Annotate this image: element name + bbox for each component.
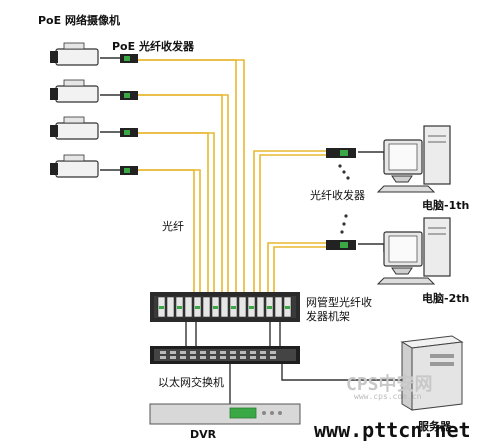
pc2-link-dots — [340, 214, 348, 234]
poe-transceiver-2 — [120, 91, 138, 100]
camera-1 — [50, 42, 99, 66]
pc1-label: 电脑-1th — [422, 199, 470, 212]
pc2-cable — [358, 243, 385, 252]
fiber-line-8 — [136, 169, 201, 298]
pc-2 — [376, 217, 451, 285]
camera-2 — [50, 79, 99, 103]
camera-3 — [50, 116, 99, 140]
ethernet-switch — [150, 346, 300, 364]
rack-label: 网管型光纤收发器机架 — [306, 296, 372, 323]
poe-transceiver-1 — [120, 54, 138, 63]
dvr-device — [149, 403, 301, 425]
fiber-line-6 — [136, 132, 215, 298]
poe-camera-label: PoE 网络摄像机 — [38, 14, 120, 27]
fiber-label: 光纤 — [162, 220, 184, 233]
fiber-lines — [136, 59, 326, 298]
fiber-line-2 — [136, 59, 245, 298]
dvr-label: DVR — [190, 428, 217, 441]
fiber-line-11 — [267, 242, 326, 298]
fiber-line-7 — [136, 169, 195, 298]
transceiver-label: 光纤收发器 — [310, 189, 365, 202]
watermark-url: www.pttcn.net — [314, 418, 471, 442]
server-device — [400, 335, 464, 411]
fiber-line-10 — [259, 154, 326, 298]
poe-transceiver-3 — [120, 128, 138, 137]
fiber-line-5 — [136, 132, 209, 298]
transceiver-pc2 — [326, 240, 356, 250]
pc-1 — [376, 125, 451, 193]
fiber-line-9 — [253, 150, 326, 298]
pc1-cable — [358, 151, 385, 160]
transceiver-pc1 — [326, 148, 356, 158]
poe-transceiver-4 — [120, 166, 138, 175]
transceiver-rack — [150, 292, 300, 322]
watermark-small-url: www.cps.com.cn — [354, 392, 422, 401]
camera-4 — [50, 154, 99, 178]
fiber-line-12 — [273, 246, 326, 298]
switch-server-cable — [281, 362, 402, 381]
pc1-link-dots — [338, 164, 350, 180]
fiber-line-4 — [136, 94, 229, 298]
switch-label: 以太网交换机 — [158, 376, 224, 389]
fiber-line-3 — [136, 94, 223, 298]
server-label: 服务器 — [418, 420, 451, 433]
pc2-label: 电脑-2th — [422, 292, 470, 305]
poe-transceiver-label: PoE 光纤收发器 — [112, 40, 194, 53]
watermark-logo: CPS中安网 — [346, 374, 433, 395]
